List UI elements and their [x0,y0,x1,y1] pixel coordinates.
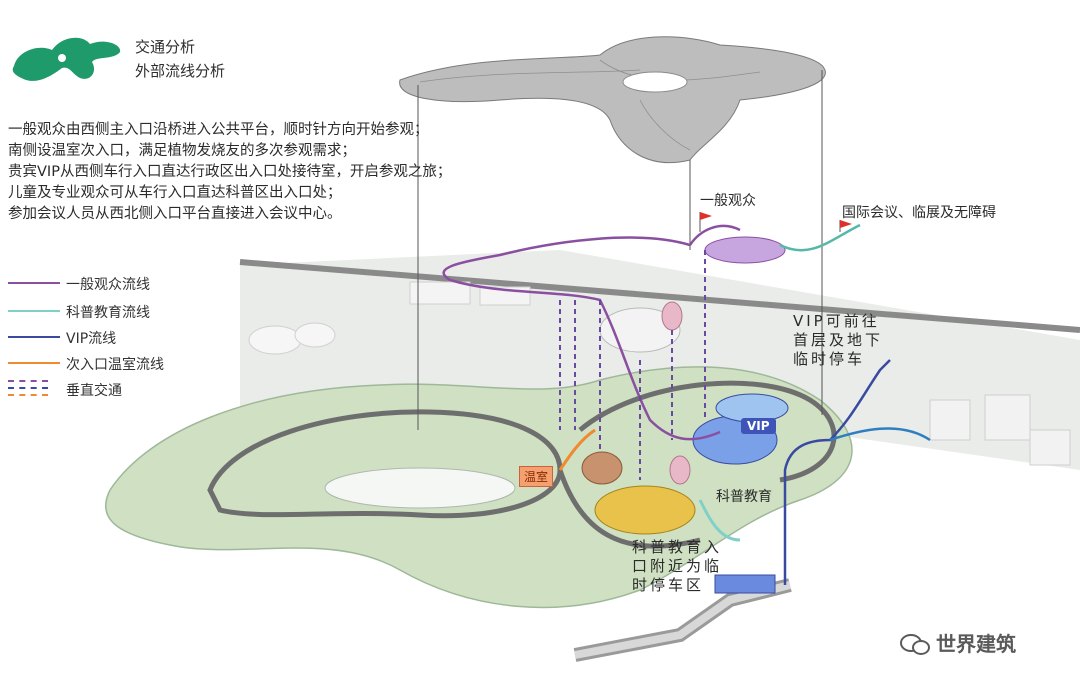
tank [294,322,336,348]
watermark: 世界建筑 [900,628,1016,657]
lake [324,467,516,509]
flag-general [699,212,712,232]
legend-label: 次入口温室流线 [66,357,164,373]
legend-label: 垂直交通 [66,383,122,399]
projection-lines [417,70,823,430]
building-block [929,399,971,441]
description-block: 一般观众由西侧主入口沿桥进入公共平台，顺时针方向开始参观； 南侧设温室次入口，满… [8,120,451,225]
brown-hall [581,451,623,485]
watermark-text: 世界建筑 [936,632,1016,656]
science-route [698,499,741,542]
logo-blob [12,37,121,81]
general-audience-route [442,236,721,441]
label-science-entry: 科普教育入 口附近为临 时停车区 [632,538,723,594]
flag-conference [839,220,852,232]
road-band [239,259,1080,333]
pink-pavilion [661,301,683,331]
label-general-audience: 一般观众 [700,193,756,209]
vip-route [829,427,931,442]
legend-swatch-purple [8,278,60,288]
legend-swatch-dashed [8,376,48,402]
roof-canopy [399,36,826,164]
greenhouse-route [558,428,596,471]
building-block [409,281,471,305]
yellow-hall [594,485,696,535]
building-block [984,394,1031,441]
general-audience-route [688,224,741,246]
greenhouse-badge: 温室 [519,466,554,487]
vertical-transport [559,250,706,480]
description-line: 一般观众由西侧主入口沿桥进入公共平台，顺时针方向开始参观； [8,122,429,138]
legend-swatch-orange [8,358,60,368]
vip-badge: VIP [741,418,776,434]
legend: 一般观众流线 科普教育流线 VIP流线 次入口温室流线 垂直交通 [8,276,208,416]
wechat-icon [900,632,930,655]
site-road [557,469,701,549]
description-line: 参加会议人员从西北侧入口平台直接进入会议中心。 [8,206,342,222]
pavilion-top [704,236,786,264]
label-conference: 国际会议、临展及无障碍 [842,205,996,221]
legend-swatch-blue [8,332,60,342]
label-science-edu: 科普教育 [716,489,772,505]
diagram-subtitle: 外部流线分析 [135,62,226,80]
tank [248,325,302,355]
label-vip-note: VIP可前往 首层及地下 临时停车 [793,312,884,368]
diagram-title: 交通分析 [135,38,196,56]
legend-swatch-teal [8,306,60,316]
pink-pavilion [669,455,691,485]
science-route [779,223,861,252]
legend-label: 一般观众流线 [66,277,150,293]
legend-label: VIP流线 [66,331,117,347]
legend-label: 科普教育流线 [66,305,150,321]
description-line: 贵宾VIP从西侧车行入口直达行政区出入口处接待室，开启参观之旅； [8,164,452,180]
parking-block [714,574,776,594]
building-block [1029,429,1071,466]
description-line: 南侧设温室次入口，满足植物发烧友的多次参观需求； [8,143,356,159]
description-line: 儿童及专业观众可从车行入口直达科普区出入口处； [8,185,342,201]
